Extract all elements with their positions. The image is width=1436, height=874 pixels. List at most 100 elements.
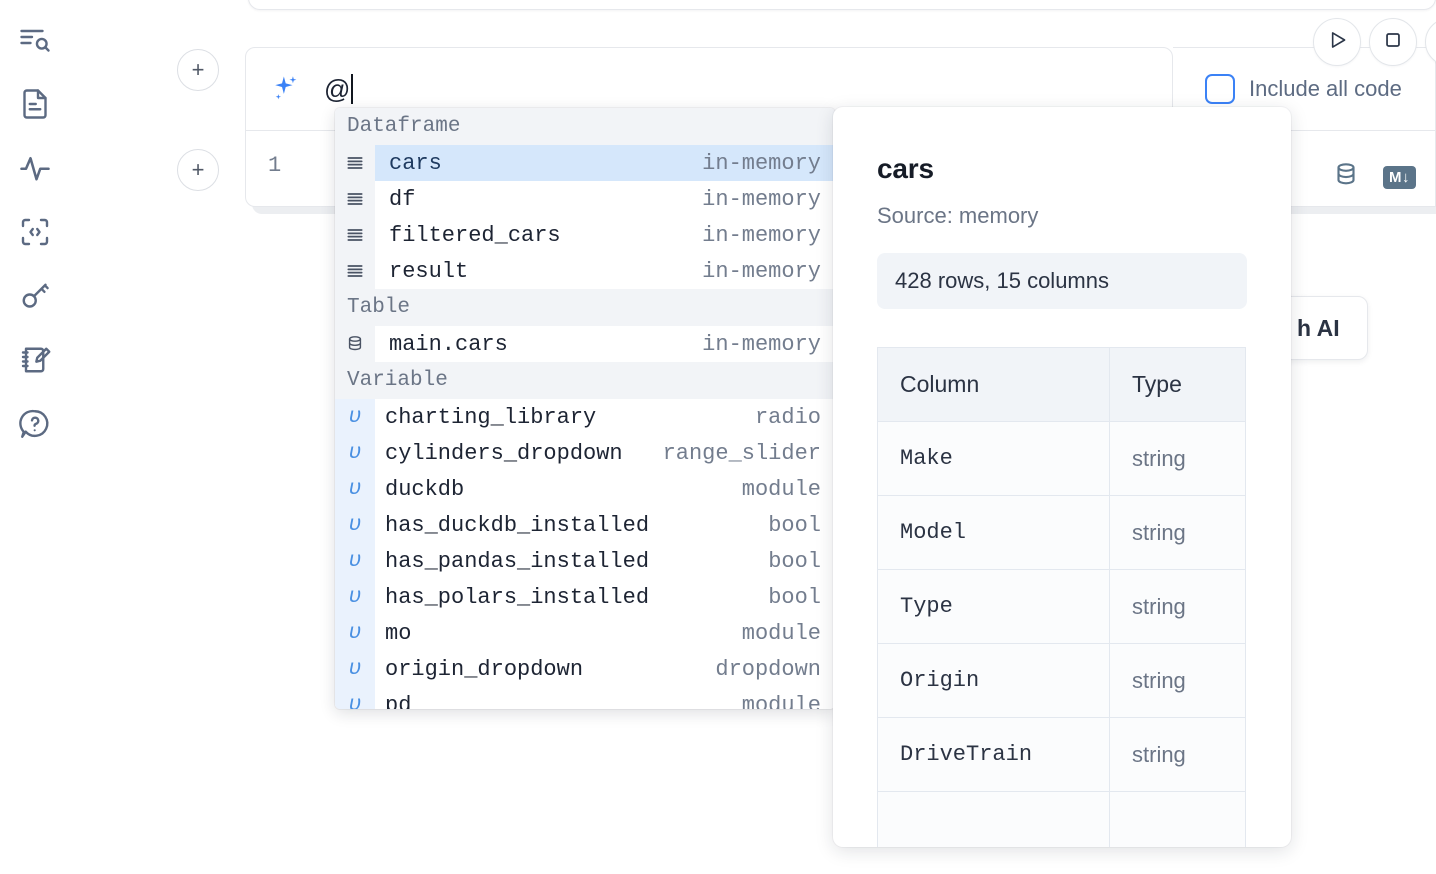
- preview-table-header-cell: Column: [877, 347, 1110, 422]
- text-caret: [351, 74, 354, 104]
- preview-column-type: string: [1109, 717, 1246, 792]
- autocomplete-item-meta: in-memory: [702, 258, 821, 284]
- sidebar-item-help[interactable]: [13, 402, 57, 446]
- add-cell-below-button[interactable]: +: [177, 149, 219, 191]
- autocomplete-item-name: filtered_cars: [389, 222, 561, 248]
- autocomplete-item[interactable]: υ has_polars_installed bool: [335, 579, 835, 615]
- autocomplete-item-name: duckdb: [385, 476, 465, 502]
- autocomplete-item-name: main.cars: [389, 331, 508, 357]
- autocomplete-item-meta: bool: [768, 548, 821, 574]
- sidebar-item-variables[interactable]: [13, 146, 57, 190]
- preview-column-name: Type: [877, 569, 1110, 644]
- activity-pulse-icon: [17, 150, 53, 186]
- autocomplete-item-name: pd: [385, 692, 412, 710]
- more-actions-button[interactable]: [1425, 18, 1436, 66]
- autocomplete-item-meta: in-memory: [702, 150, 821, 176]
- variable-upsilon-icon: υ: [335, 579, 375, 615]
- sidebar-item-secrets[interactable]: [13, 274, 57, 318]
- ai-prompt-value: @: [324, 73, 351, 104]
- plus-icon: +: [191, 57, 205, 82]
- autocomplete-item-name: has_polars_installed: [385, 584, 650, 610]
- variable-upsilon-icon: υ: [335, 435, 375, 471]
- preview-table-header-cell: Type: [1109, 347, 1246, 422]
- preview-table-row: [877, 791, 1246, 847]
- autocomplete-item[interactable]: result in-memory: [335, 253, 835, 289]
- preview-column-name: Make: [877, 421, 1110, 496]
- sidebar-item-snippets[interactable]: [13, 210, 57, 254]
- autocomplete-item-meta: bool: [768, 512, 821, 538]
- autocomplete-item-name: origin_dropdown: [385, 656, 584, 682]
- markdown-badge[interactable]: M↓: [1383, 166, 1416, 189]
- database-icon[interactable]: [1331, 160, 1361, 195]
- variable-upsilon-icon: υ: [335, 615, 375, 651]
- autocomplete-group-header: Variable: [335, 362, 835, 399]
- code-snippet-icon: [17, 214, 53, 250]
- autocomplete-item-meta: module: [741, 620, 821, 646]
- database-icon: [335, 326, 375, 362]
- autocomplete-item-meta: dropdown: [715, 656, 821, 682]
- autocomplete-item-meta: in-memory: [702, 331, 821, 357]
- preview-column-name: Origin: [877, 643, 1110, 718]
- sidebar-item-files[interactable]: [13, 82, 57, 126]
- plus-icon: +: [191, 157, 205, 182]
- autocomplete-item-name: has_duckdb_installed: [385, 512, 650, 538]
- dataframe-rows-icon: [335, 181, 375, 217]
- autocomplete-item[interactable]: υ has_duckdb_installed bool: [335, 507, 835, 543]
- variable-upsilon-icon: υ: [335, 687, 375, 709]
- add-cell-above-button[interactable]: +: [177, 49, 219, 91]
- ai-prompt-input[interactable]: @: [324, 73, 354, 105]
- autocomplete-item[interactable]: main.cars in-memory: [335, 326, 835, 362]
- autocomplete-item[interactable]: cars in-memory: [335, 145, 835, 181]
- sidebar-item-outline[interactable]: [13, 18, 57, 62]
- include-all-code-label: Include all code: [1249, 76, 1402, 101]
- include-all-code-checkbox[interactable]: [1205, 74, 1235, 104]
- stop-square-icon: [1380, 27, 1406, 58]
- autocomplete-item-name: cars: [389, 150, 442, 176]
- stop-cell-button[interactable]: [1369, 18, 1417, 66]
- autocomplete-item-name: df: [389, 186, 416, 212]
- preview-column-name: [877, 791, 1110, 847]
- preview-column-type: string: [1109, 421, 1246, 496]
- ai-sparkle-icon: [268, 72, 302, 106]
- variable-upsilon-icon: υ: [335, 471, 375, 507]
- preview-title: cars: [877, 153, 934, 184]
- autocomplete-item-meta: module: [741, 692, 821, 710]
- help-question-icon: [17, 406, 53, 442]
- autocomplete-item[interactable]: υ cylinders_dropdown range_slider: [335, 435, 835, 471]
- variable-upsilon-icon: υ: [335, 543, 375, 579]
- autocomplete-item[interactable]: υ has_pandas_installed bool: [335, 543, 835, 579]
- preview-source: Source: memory: [877, 203, 1039, 228]
- autocomplete-item-name: result: [389, 258, 469, 284]
- run-cell-button[interactable]: [1313, 18, 1361, 66]
- sidebar-item-scratchpad[interactable]: [13, 338, 57, 382]
- scratchpad-edit-icon: [17, 342, 53, 378]
- preview-column-name: DriveTrain: [877, 717, 1110, 792]
- autocomplete-item-meta: bool: [768, 584, 821, 610]
- dataframe-rows-icon: [335, 253, 375, 289]
- left-icon-rail: [0, 0, 70, 874]
- autocomplete-item-name: has_pandas_installed: [385, 548, 650, 574]
- autocomplete-item-name: cylinders_dropdown: [385, 440, 623, 466]
- variable-upsilon-icon: υ: [335, 507, 375, 543]
- autocomplete-group-header: Dataframe: [335, 108, 835, 145]
- cell-tool-buttons: M↓: [1331, 160, 1416, 195]
- autocomplete-item-meta: in-memory: [702, 222, 821, 248]
- outline-search-icon: [17, 22, 53, 58]
- autocomplete-item[interactable]: filtered_cars in-memory: [335, 217, 835, 253]
- autocomplete-item-meta: range_slider: [662, 440, 821, 466]
- play-icon: [1324, 27, 1350, 58]
